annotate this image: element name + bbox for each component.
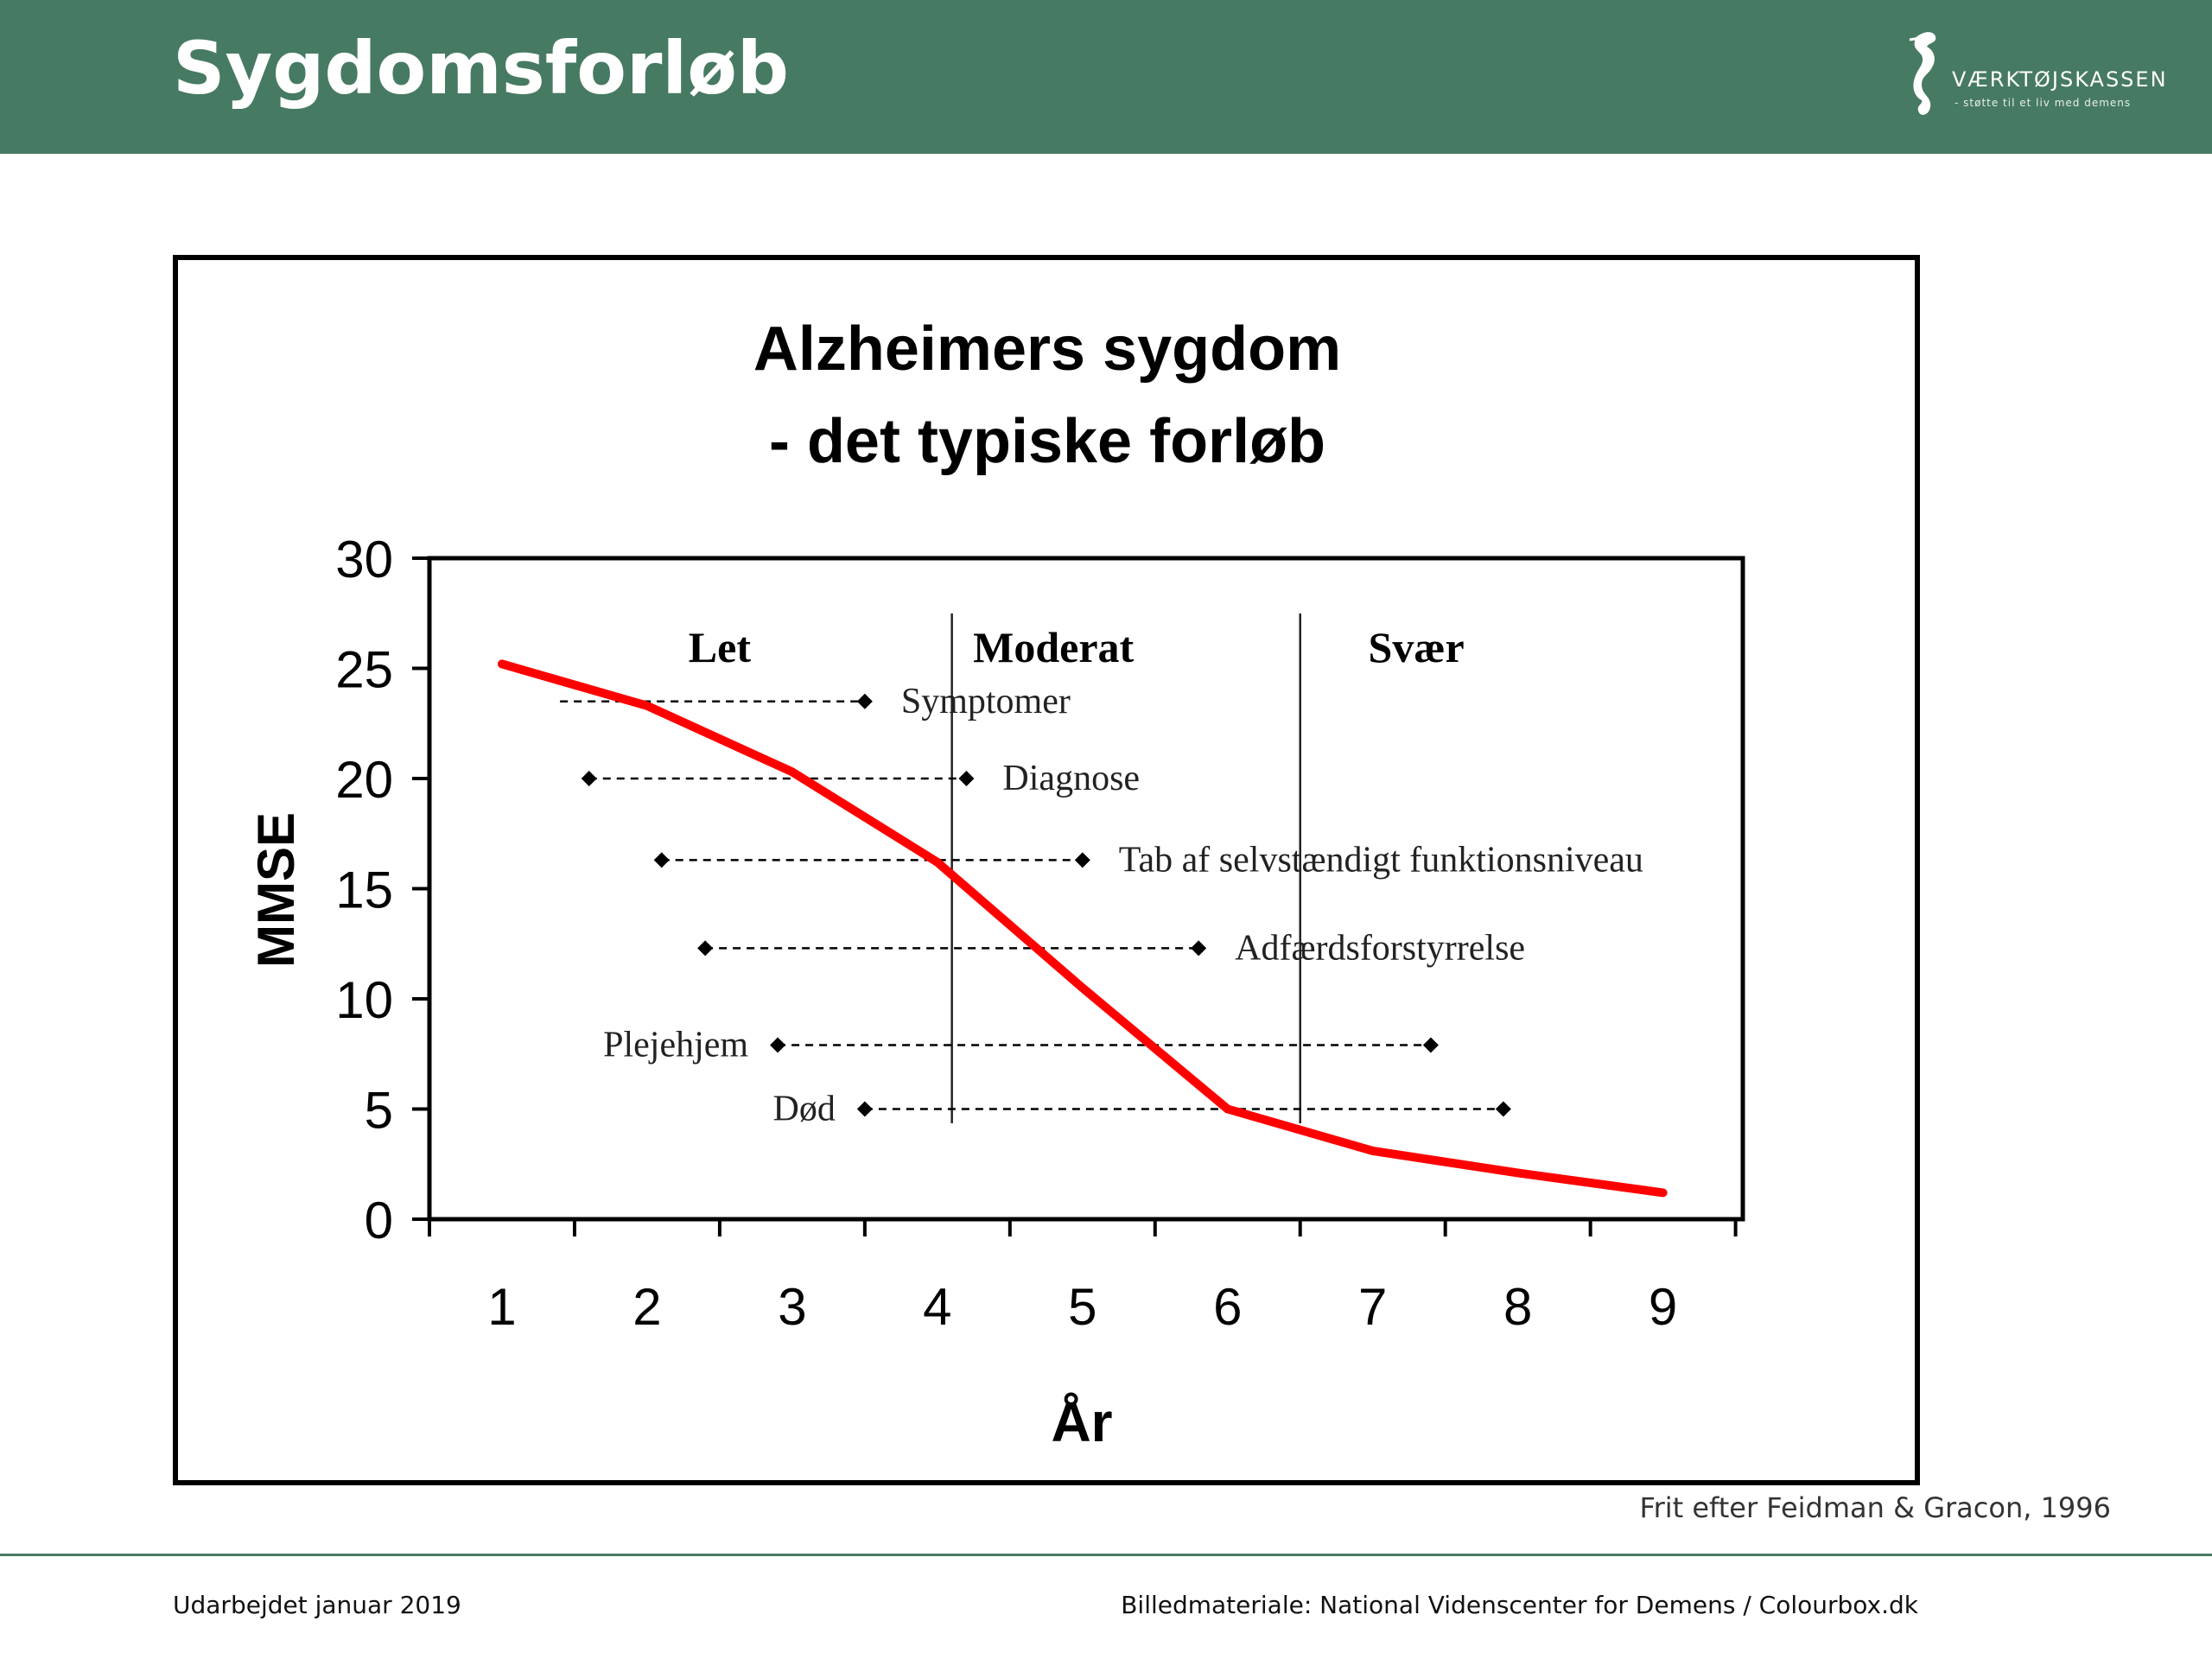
chart-title: Alzheimers sygdom: [753, 315, 1341, 384]
range-end-marker: [1422, 1037, 1439, 1053]
x-tick-label: 6: [1213, 1278, 1242, 1336]
range-end-marker: [856, 693, 873, 709]
chart-frame: [173, 255, 1920, 1485]
logo-tagline: - støtte til et liv med demens: [1955, 97, 2132, 109]
range-label: Død: [773, 1090, 836, 1129]
x-tick-label: 9: [1649, 1278, 1677, 1336]
range-label: Diagnose: [1002, 759, 1140, 798]
range-end-marker: [1495, 1101, 1511, 1117]
page-title: Sygdomsforløb: [173, 26, 790, 111]
logo-name: VÆRKTØJSKASSEN: [1952, 67, 2168, 92]
logo: VÆRKTØJSKASSEN - støtte til et liv med d…: [1903, 28, 2179, 127]
chart-subtitle: - det typiske forløb: [769, 407, 1325, 476]
y-tick-label: 30: [335, 531, 393, 588]
stage-label: Svær: [1369, 623, 1465, 671]
chart-source-citation: Frit efter Feidman & Gracon, 1996: [1639, 1491, 2112, 1524]
x-tick-label: 8: [1503, 1278, 1532, 1336]
stage-label: Let: [689, 623, 752, 671]
range-label: Tab af selvstændigt funktionsniveau: [1119, 840, 1643, 880]
footer-date: Udarbejdet januar 2019: [173, 1591, 461, 1619]
stage-label: Moderat: [973, 623, 1134, 671]
x-tick-label: 1: [487, 1278, 516, 1336]
x-tick-label: 2: [632, 1278, 661, 1336]
range-label: Plejehjem: [603, 1026, 748, 1065]
footer-credits: Billedmateriale: National Videnscenter f…: [1121, 1591, 1918, 1619]
range-start-marker: [770, 1037, 786, 1053]
range-start-marker: [581, 771, 597, 786]
y-tick-label: 15: [335, 861, 393, 919]
x-tick-label: 4: [923, 1278, 951, 1336]
seahorse-icon: [1909, 32, 1936, 115]
range-start-marker: [856, 1101, 873, 1117]
x-tick-label: 5: [1068, 1278, 1096, 1336]
range-start-marker: [697, 940, 714, 957]
series-line: [497, 659, 1668, 1198]
range-start-marker: [653, 852, 670, 868]
range-end-marker: [1074, 852, 1090, 868]
x-axis-label: År: [1051, 1391, 1112, 1453]
x-tick-label: 7: [1358, 1278, 1387, 1336]
y-tick-label: 10: [335, 971, 393, 1029]
y-tick-label: 25: [335, 641, 393, 699]
y-axis-label: MMSE: [247, 812, 305, 968]
range-label: Symptomer: [901, 682, 1071, 721]
y-tick-label: 0: [365, 1192, 393, 1249]
header-bar: Sygdomsforløb VÆRKTØJSKASSEN - støtte ti…: [0, 0, 2212, 154]
x-tick-label: 3: [778, 1278, 806, 1336]
range-label: Adfærdsforstyrrelse: [1235, 928, 1525, 968]
y-tick-label: 5: [365, 1082, 393, 1140]
footer-divider: [0, 1554, 2212, 1556]
y-tick-label: 20: [335, 751, 393, 809]
range-end-marker: [958, 771, 975, 786]
range-end-marker: [1191, 940, 1207, 957]
